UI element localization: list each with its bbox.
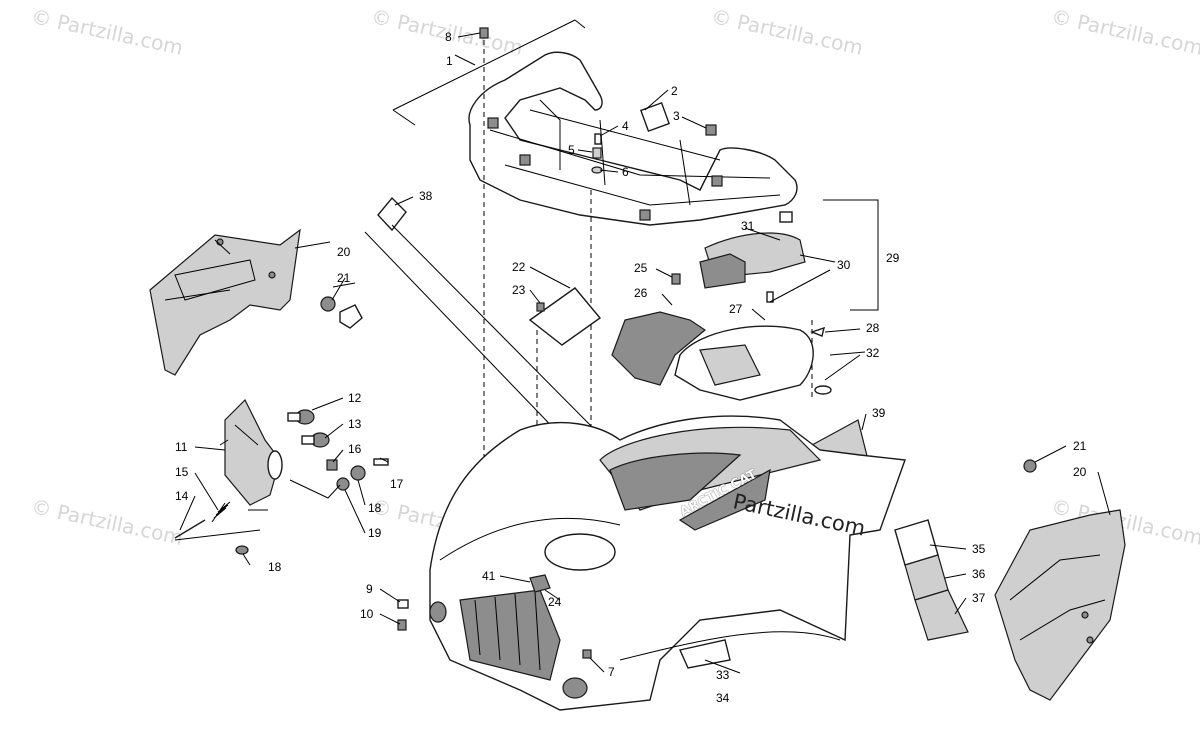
callout-36: 36 xyxy=(972,567,986,581)
callout-39: 39 xyxy=(872,406,886,420)
bolt-25 xyxy=(671,273,681,285)
callout-12: 12 xyxy=(348,391,362,405)
callout-20: 20 xyxy=(1073,465,1087,479)
taillight-assembly xyxy=(219,398,283,511)
callout-21: 21 xyxy=(337,271,351,285)
nut-7 xyxy=(582,649,592,659)
callout-21: 21 xyxy=(1073,439,1087,453)
callout-32: 32 xyxy=(866,346,880,360)
callout-19: 19 xyxy=(368,526,382,540)
nut-16 xyxy=(326,459,338,471)
callout-30: 30 xyxy=(837,258,851,272)
callout-13: 13 xyxy=(348,417,362,431)
callout-24: 24 xyxy=(548,595,562,609)
socket-13-base xyxy=(301,435,315,445)
callout-25: 25 xyxy=(634,261,648,275)
screw-23 xyxy=(536,302,545,312)
callout-22: 22 xyxy=(512,260,526,274)
callout-14: 14 xyxy=(175,489,189,503)
storage-lid xyxy=(699,211,806,303)
decal-2 xyxy=(640,102,670,132)
callout-15: 15 xyxy=(175,465,189,479)
callout-31: 31 xyxy=(741,219,755,233)
decal-38 xyxy=(377,196,407,232)
callout-29: 29 xyxy=(886,251,900,265)
callout-37: 37 xyxy=(972,591,986,605)
left-side-panel xyxy=(149,228,301,376)
callout-16: 16 xyxy=(348,442,362,456)
nut-3 xyxy=(705,124,717,136)
callout-18: 18 xyxy=(268,560,282,574)
grommet xyxy=(339,304,363,329)
plate-22 xyxy=(528,287,602,346)
spring-15 xyxy=(211,501,231,523)
rear-fender xyxy=(429,415,906,711)
screw-14 xyxy=(174,519,206,539)
fastener-21b xyxy=(1023,459,1037,473)
washer-18 xyxy=(350,465,366,481)
callout-10: 10 xyxy=(360,607,374,621)
callout-35: 35 xyxy=(972,542,986,556)
storage-box xyxy=(674,325,814,401)
leader-lines xyxy=(179,32,1111,674)
right-side-panel xyxy=(994,509,1126,701)
screw-4 xyxy=(594,133,602,145)
rivet-28 xyxy=(809,326,825,337)
callout-23: 23 xyxy=(512,283,526,297)
callout-6: 6 xyxy=(622,165,629,179)
callout-5: 5 xyxy=(568,143,575,157)
bolt-8 xyxy=(479,27,489,39)
callout-20: 20 xyxy=(337,245,351,259)
grommet-32 xyxy=(814,385,832,395)
callout-4: 4 xyxy=(622,119,629,133)
callout-41: 41 xyxy=(482,569,496,583)
clip-41 xyxy=(529,574,551,593)
callout-26: 26 xyxy=(634,286,648,300)
callout-2: 2 xyxy=(671,84,678,98)
spacer-5 xyxy=(592,147,602,159)
decal-37 xyxy=(914,589,969,641)
callout-28: 28 xyxy=(866,321,880,335)
washer-9 xyxy=(397,599,409,609)
screw-17 xyxy=(373,458,389,466)
callout-34: 34 xyxy=(716,691,730,705)
washer-18b xyxy=(235,545,249,555)
callout-17: 17 xyxy=(390,477,404,491)
reflector-33 xyxy=(679,639,731,669)
cover-26 xyxy=(611,311,707,386)
callout-11: 11 xyxy=(175,440,188,454)
callout-33: 33 xyxy=(716,668,730,682)
callout-18: 18 xyxy=(368,501,382,515)
callout-3: 3 xyxy=(673,109,680,123)
callout-27: 27 xyxy=(729,302,743,316)
bushing-19 xyxy=(336,477,350,491)
callout-38: 38 xyxy=(419,189,433,203)
callout-1: 1 xyxy=(446,54,453,68)
bolt-10 xyxy=(397,619,407,631)
fastener-21 xyxy=(320,296,336,312)
callout-7: 7 xyxy=(608,665,615,679)
callout-8: 8 xyxy=(445,30,452,44)
callout-9: 9 xyxy=(366,582,373,596)
rear-rack xyxy=(468,51,798,226)
bulb-12-base xyxy=(287,412,301,422)
